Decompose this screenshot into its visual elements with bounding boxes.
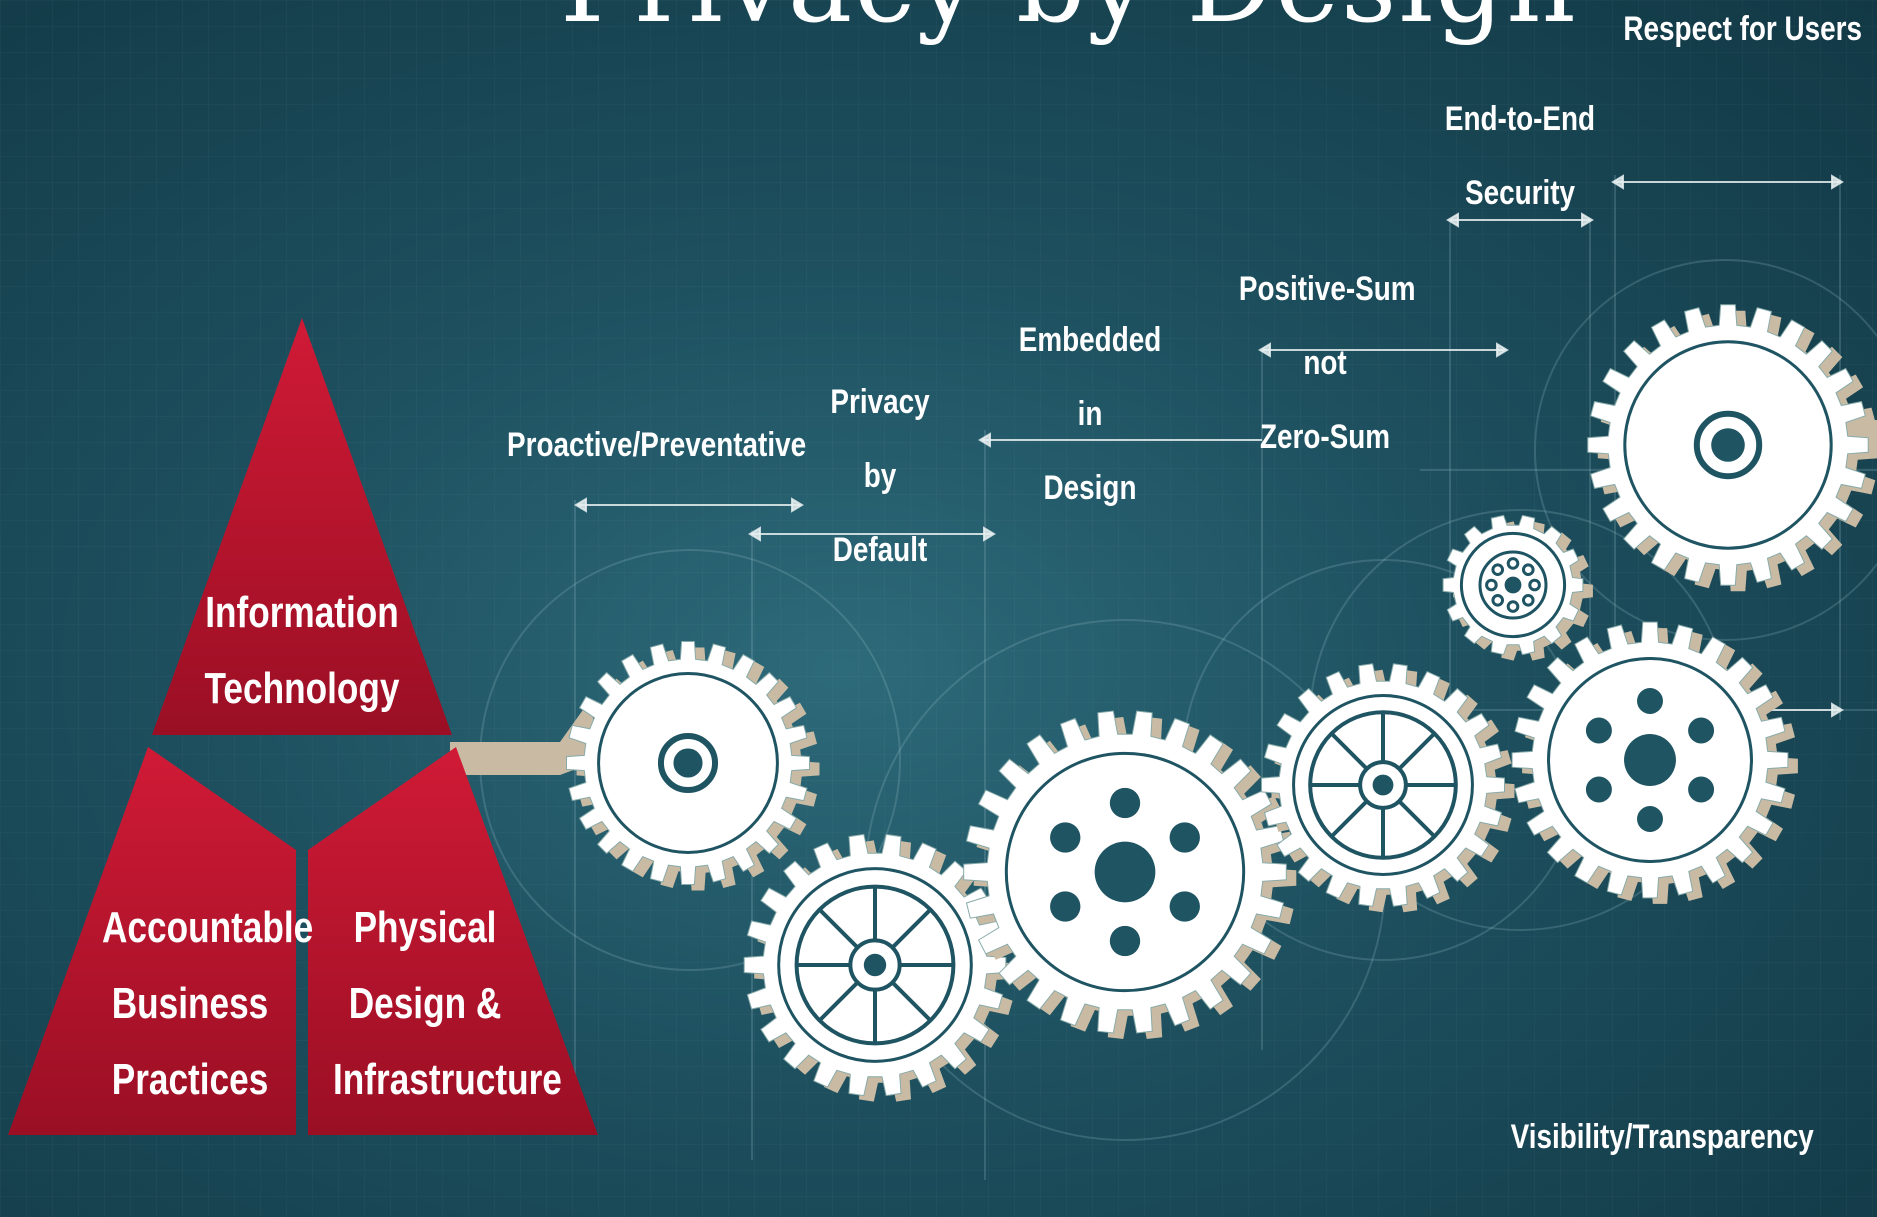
gear-positive-sum: [1261, 663, 1515, 913]
gear-proactive: [566, 641, 820, 891]
page-title: Privacy by Design: [560, 0, 1576, 47]
pyramid-top-section: [152, 318, 452, 735]
gear-respect: [1587, 304, 1877, 592]
gear-end-to-end: [1442, 514, 1593, 661]
gear-train: [566, 304, 1877, 1102]
gear-visibility: [1511, 621, 1798, 904]
gear-default: [743, 833, 1016, 1102]
principle-respect-label: Respect for Users: [1623, 10, 1863, 48]
principle-proactive-label: Proactive/Preventative: [507, 426, 807, 464]
pyramid-bottom-right-section: [308, 747, 598, 1135]
principle-visibility-label: Visibility/Transparency: [1510, 1118, 1814, 1156]
blueprint-guides: [479, 175, 1877, 1180]
drive-shaft: [450, 700, 600, 775]
pyramid: [8, 318, 598, 1135]
pyramid-bottom-left-section: [8, 747, 296, 1135]
gear-embedded: [963, 710, 1297, 1039]
